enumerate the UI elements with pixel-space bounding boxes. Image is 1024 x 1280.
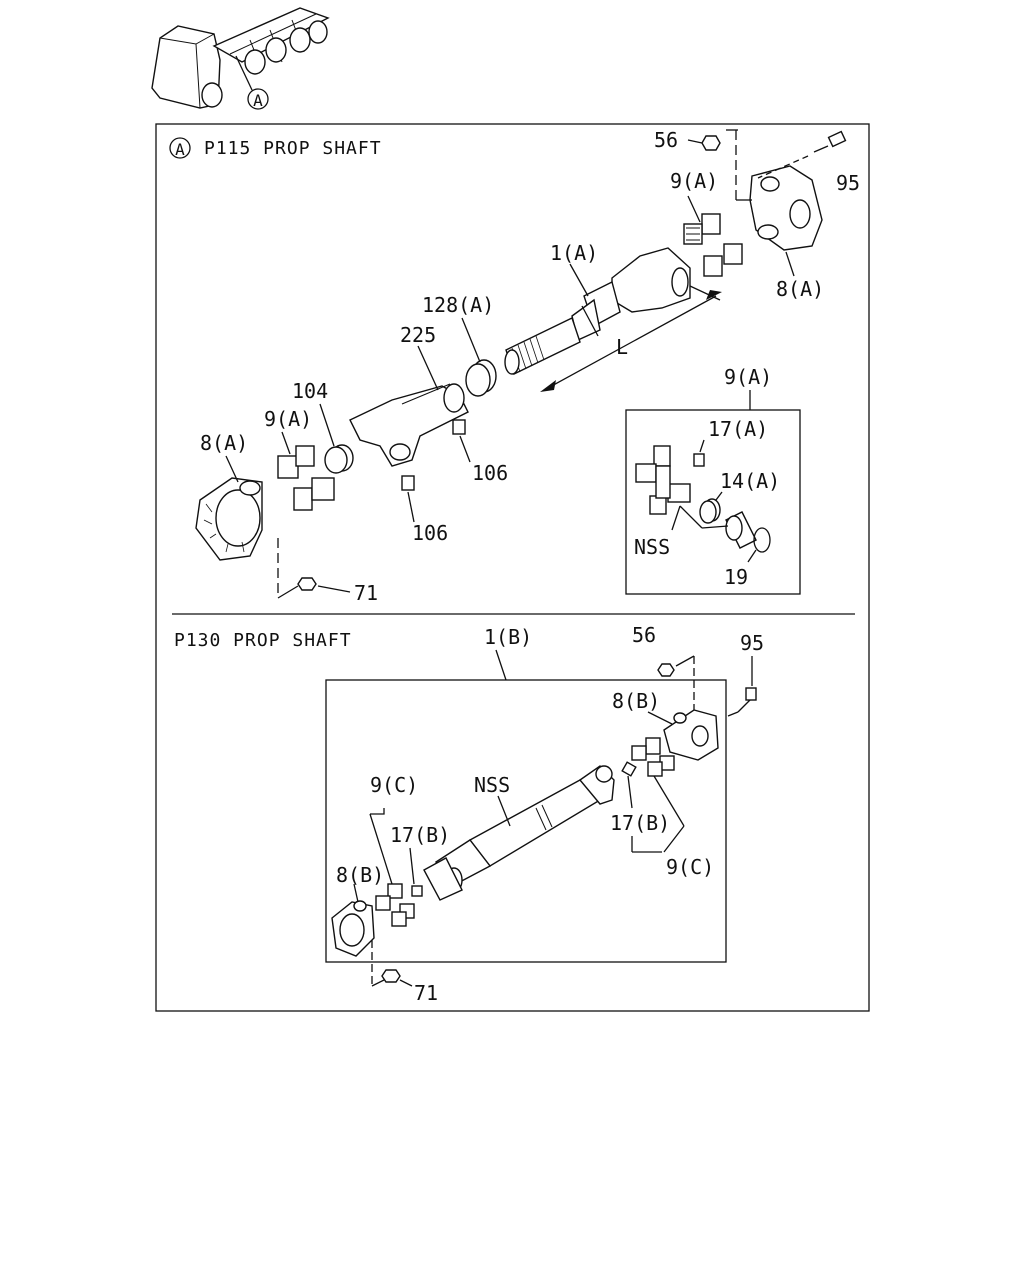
universal-joint-spider-left: [277, 431, 335, 511]
label-8b-top: 8(B): [612, 689, 660, 713]
section-p130: P130 PROP SHAFT 1(B): [174, 623, 764, 1005]
propeller-shaft-1b: [423, 765, 615, 901]
label-95-lower: 95: [740, 631, 764, 655]
inset-grease-fitting: [693, 453, 705, 467]
label-9c-right: 9(C): [666, 855, 714, 879]
label-95: 95: [836, 171, 860, 195]
section-marker-a: A: [175, 140, 185, 159]
label-nss-lower: NSS: [474, 773, 510, 797]
label-19: 19: [724, 565, 748, 589]
flange-yoke-8b-top: [647, 709, 719, 761]
inset-bearing-cup: [725, 511, 757, 549]
inset-spider: [635, 445, 691, 515]
label-56-lower: 56: [632, 623, 656, 647]
label-17a: 17(A): [708, 417, 768, 441]
nut-71-upper: [277, 538, 351, 599]
universal-joint-spider-9c-left: [375, 883, 415, 927]
label-106-a: 106: [472, 461, 508, 485]
label-71: 71: [354, 581, 378, 605]
label-56: 56: [654, 128, 678, 152]
label-8a-left: 8(A): [200, 431, 248, 455]
section-title-p115: P115 PROP SHAFT: [204, 138, 382, 159]
inset-title-9a: 9(A): [724, 365, 772, 389]
label-9a-left: 9(A): [264, 407, 312, 431]
universal-joint-spider-9c-right: [631, 737, 675, 777]
label-71-lower: 71: [414, 981, 438, 1005]
seal-ring-128a: [461, 317, 497, 397]
flange-yoke-top: [749, 165, 823, 251]
grease-fitting-17b-right: [621, 761, 637, 777]
label-1a: 1(A): [550, 241, 598, 265]
label-8a-top: 8(A): [776, 277, 824, 301]
label-17b-left: 17(B): [390, 823, 450, 847]
label-9a-top: 9(A): [670, 169, 718, 193]
nut-56-lower: [657, 655, 695, 716]
bolt-95-lower: [727, 656, 757, 717]
grease-fitting-106-upper: [452, 419, 471, 463]
grease-fitting-17b-left: [411, 885, 423, 897]
label-1b: 1(B): [484, 625, 532, 649]
label-106-b: 106: [412, 521, 448, 545]
universal-joint-spider-top: [683, 213, 743, 277]
grease-fitting-106-lower: [401, 475, 415, 523]
propeller-shaft-1a: [504, 247, 691, 375]
label-128a: 128(A): [422, 293, 494, 317]
section-marker-circle: [169, 137, 191, 159]
label-nss-inset: NSS: [634, 535, 670, 559]
dimension-l: [540, 285, 722, 392]
diagram-frame: [155, 123, 870, 1012]
inset-frame: [625, 409, 801, 595]
flange-yoke-8b-left: [331, 883, 375, 957]
flange-yoke-left: [195, 455, 263, 561]
label-14a: 14(A): [720, 469, 780, 493]
nut-71-lower: [371, 940, 413, 987]
nut-56-top: [687, 129, 752, 201]
label-17b-right: 17(B): [610, 811, 670, 835]
label-9c-left: 9(C): [370, 773, 418, 797]
label-l: L: [616, 335, 628, 359]
label-8b-left: 8(B): [336, 863, 384, 887]
bolt-95-top: [757, 130, 847, 179]
label-225: 225: [400, 323, 436, 347]
callout-a-vehicle: A: [253, 91, 263, 110]
inset-seal-14a: [699, 491, 723, 524]
slip-yoke-225: [349, 383, 469, 467]
truck-locator-illustration: A: [151, 7, 330, 110]
assembly-frame-1b: [325, 679, 727, 963]
seal-104: [319, 403, 354, 474]
section-p115: A P115 PROP SHAFT: [169, 128, 860, 605]
section-title-p130: P130 PROP SHAFT: [174, 630, 352, 651]
label-104: 104: [292, 379, 328, 403]
inset-9a-kit: 9(A): [625, 365, 801, 595]
inset-snap-ring-19: [747, 527, 771, 563]
